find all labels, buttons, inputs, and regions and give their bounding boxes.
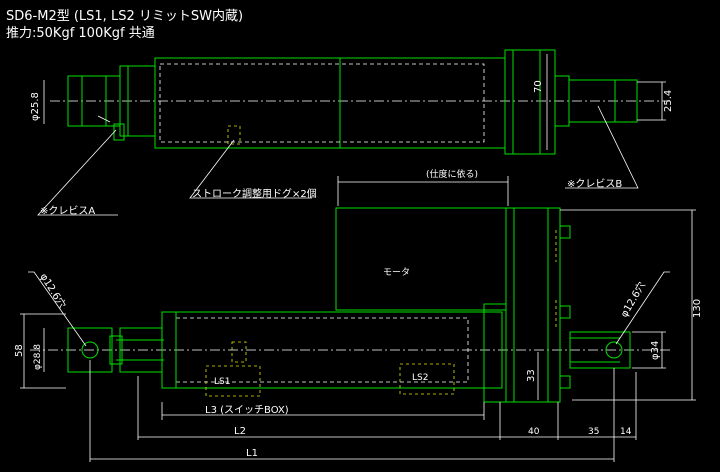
top-stroke-dog [227,125,241,145]
dim-130: 130 [692,299,703,318]
dim-35: 35 [588,427,599,437]
top-rod-end-right [568,79,638,123]
label-ls1: LS1 [214,377,230,387]
dim-l3-switch-box: L3 (スイッチBOX) [205,404,289,416]
dim-58: 58 [14,344,25,357]
dim-phi-28-8: φ28.8 [33,344,43,370]
front-motor [335,207,507,311]
dim-l2: L2 [234,426,246,437]
top-inner-hidden [159,63,485,143]
front-clevis-right [569,331,631,369]
label-ls2: LS2 [412,373,428,383]
front-stroke-dog [231,341,247,363]
top-flange [504,49,514,155]
top-body [154,57,506,149]
drawing-subtitle: 推力:50Kgf 100Kgf 共通 [6,26,155,41]
leader-clevis-b [565,105,639,189]
dim-14: 14 [620,427,632,437]
leader-phi-12-6-right [615,271,670,345]
leader-stroke-dog [189,139,312,199]
dim-70: 70 [533,80,544,93]
label-depends-stroke: (仕度に依る) [426,168,478,180]
front-view: モータ LS1 LS2 [30,207,670,403]
dim-phi-25-8: φ25.8 [30,92,41,121]
dim-25-4: 25.4 [663,90,674,112]
dim-phi-34: φ34 [650,341,661,360]
top-view: 70 φ25.8 25.4 [30,49,674,155]
front-clevis-hole-left [81,341,99,359]
front-rod-tube [119,327,163,373]
front-switch-ls2 [399,363,455,395]
top-gear-housing [512,49,556,155]
label-motor: モータ [383,267,410,278]
dim-phi-12-6-left: φ12.6穴 [37,271,69,311]
dim-33: 33 [526,369,537,382]
label-clevis-a: ※クレビスA [40,205,95,217]
dim-40: 40 [528,427,540,437]
front-switch-ls1 [205,365,261,397]
front-clevis-hole-right [605,341,623,359]
drawing-title: SD6-M2型 (LS1, LS2 リミットSW内蔵) [6,8,243,24]
dim-l1: L1 [246,448,258,459]
leader-phi-12-6-left [28,271,87,347]
leader-clevis-a [37,129,118,216]
dim-phi-12-6-right: φ12.6穴 [617,279,648,319]
label-clevis-b: ※クレビスB [567,178,622,190]
front-gear-housing [513,207,561,403]
label-stroke-dog: ストローク調整用ドグ×2個 [192,187,317,200]
